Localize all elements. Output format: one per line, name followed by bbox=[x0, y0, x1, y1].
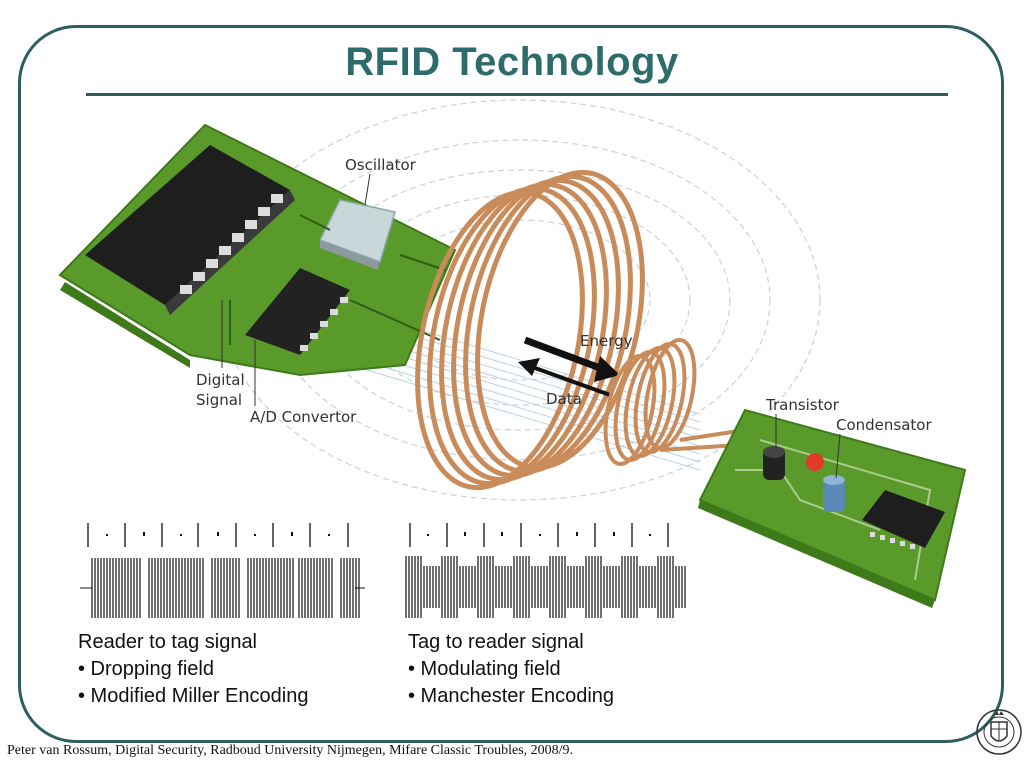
slide-frame bbox=[18, 25, 1004, 743]
tag-to-reader-caption: Tag to reader signal • Modulating field … bbox=[408, 629, 614, 710]
energy-arrow bbox=[523, 336, 620, 382]
microcontroller-chip bbox=[85, 145, 295, 315]
reader-to-tag-bullet: • Modified Miller Encoding bbox=[78, 685, 309, 707]
energy-label: Energy bbox=[580, 332, 633, 350]
transistor bbox=[763, 446, 785, 480]
digital-signal-label-line1: Digital bbox=[196, 371, 245, 389]
data-label: Data bbox=[546, 390, 582, 408]
ad-convertor-label: A/D Convertor bbox=[250, 408, 357, 426]
data-arrow bbox=[518, 358, 611, 397]
condensator bbox=[823, 475, 845, 512]
slide-footer: Peter van Rossum, Digital Security, Radb… bbox=[7, 743, 574, 758]
reader-coil bbox=[415, 169, 645, 491]
tag-to-reader-bullet: • Manchester Encoding bbox=[408, 685, 615, 707]
radboud-university-seal-icon bbox=[976, 709, 1022, 755]
reader-to-tag-title: Reader to tag signal bbox=[78, 631, 258, 653]
tag-to-reader-title: Tag to reader signal bbox=[408, 631, 584, 653]
reader-pcb bbox=[58, 123, 457, 377]
reader-to-tag-waveform bbox=[80, 523, 365, 618]
tag-to-reader-bullet: • Modulating field bbox=[408, 658, 561, 680]
digital-signal-label-line2: Signal bbox=[196, 391, 242, 409]
reader-to-tag-caption: Reader to tag signal • Dropping field • … bbox=[78, 629, 308, 710]
condensator-label: Condensator bbox=[836, 416, 932, 434]
reader-to-tag-bullet: • Dropping field bbox=[78, 658, 214, 680]
slide-title: RFID Technology bbox=[345, 40, 679, 84]
pcb-traces bbox=[229, 214, 446, 345]
tag-pcb bbox=[698, 408, 967, 608]
oscillator-crystal bbox=[318, 199, 396, 270]
led bbox=[806, 453, 824, 471]
ad-convertor-chip bbox=[245, 268, 350, 355]
tag-to-reader-waveform bbox=[405, 523, 686, 618]
tag-chip bbox=[862, 490, 945, 549]
title-divider bbox=[86, 93, 948, 96]
transistor-label: Transistor bbox=[765, 396, 840, 414]
oscillator-label: Oscillator bbox=[345, 156, 417, 174]
